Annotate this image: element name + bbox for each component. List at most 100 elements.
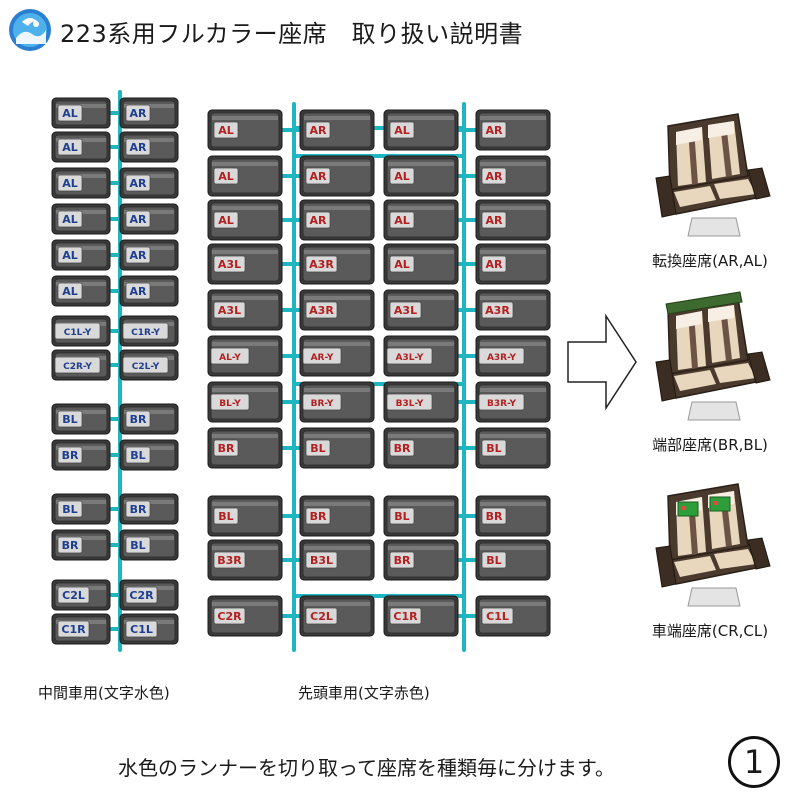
- lead-part-left-a: AL: [207, 199, 283, 241]
- middle-part-right: BL: [119, 439, 179, 471]
- seat-back-frame: [665, 291, 743, 315]
- lead-part-left-a: BL-Y: [207, 381, 283, 423]
- end-seat-figure: 端部座席(BR,BL): [640, 280, 780, 455]
- lead-part-left-a: B3R: [207, 539, 283, 581]
- part-label: BR: [218, 442, 235, 455]
- seat-cushion-left: [674, 186, 716, 207]
- part-label: AL-Y: [219, 353, 241, 363]
- lead-part-right-a: AR: [299, 109, 375, 151]
- seat-cushion-right: [714, 179, 756, 199]
- lead-part-left-b: BL: [383, 495, 459, 537]
- part-label: A3L-Y: [396, 353, 424, 363]
- part-label: B3L: [310, 554, 333, 567]
- middle-part-left: C1R: [51, 613, 111, 645]
- part-label: AR: [130, 141, 148, 154]
- page-number: 1: [728, 736, 780, 788]
- part-label: C1L: [486, 610, 509, 623]
- lead-part-right-a: AR: [299, 155, 375, 197]
- part-label: A3R-Y: [487, 353, 517, 363]
- lead-part-right-b: AR: [475, 155, 551, 197]
- part-label: A3L: [394, 304, 417, 317]
- part-label: AR: [130, 285, 148, 298]
- part-label: BL: [62, 503, 77, 516]
- part-label: AR: [130, 107, 148, 120]
- middle-part-left: BL: [51, 493, 111, 525]
- part-label: AL: [394, 214, 410, 227]
- middle-part-left: C1L-Y: [51, 315, 111, 347]
- part-label: AL: [62, 213, 78, 226]
- lead-part-left-b: A3L-Y: [383, 335, 459, 377]
- lead-part-right-b: BL: [475, 427, 551, 469]
- part-label: BR: [310, 510, 327, 523]
- middle-part-left: C2R-Y: [51, 349, 111, 381]
- lead-part-right-b: A3R-Y: [475, 335, 551, 377]
- part-label: AL: [218, 124, 234, 137]
- part-label: AR: [486, 214, 504, 227]
- part-label: AL: [62, 107, 78, 120]
- middle-part-right: AR: [119, 239, 179, 271]
- lead-part-right-a: B3L: [299, 539, 375, 581]
- middle-part-right: AR: [119, 131, 179, 163]
- part-label: BL: [486, 442, 501, 455]
- lead-part-left-b: AL: [383, 199, 459, 241]
- end-seat-caption: 端部座席(BR,BL): [652, 436, 768, 454]
- middle-part-left: BR: [51, 529, 111, 561]
- lead-part-left-b: AL: [383, 109, 459, 151]
- part-label: AL: [62, 249, 78, 262]
- car-end-seat-figure: 車端座席(CR,CL): [640, 466, 780, 641]
- lead-part-right-b: AR: [475, 109, 551, 151]
- middle-part-left: AL: [51, 97, 111, 129]
- part-label: A3R: [309, 258, 334, 271]
- lead-part-left-b: BR: [383, 427, 459, 469]
- middle-part-right: BR: [119, 403, 179, 435]
- middle-part-right: AR: [119, 167, 179, 199]
- part-label: AR: [486, 258, 504, 271]
- part-label: BL: [62, 413, 77, 426]
- armrest-left: [655, 175, 677, 218]
- part-label: AL: [218, 214, 234, 227]
- part-label: C2R-Y: [63, 362, 92, 372]
- part-label: BR: [486, 510, 503, 523]
- green-tag-left: [677, 501, 699, 517]
- part-label: A3L: [218, 304, 241, 317]
- part-label: C1R: [61, 623, 86, 636]
- middle-part-left: C2L: [51, 579, 111, 611]
- part-label: AR: [130, 249, 148, 262]
- middle-part-left: AL: [51, 275, 111, 307]
- middle-part-right: BL: [119, 529, 179, 561]
- part-label: BR: [62, 449, 79, 462]
- lead-part-left-b: BR: [383, 539, 459, 581]
- instruction-text: 水色のランナーを切り取って座席を種類毎に分けます。: [118, 756, 615, 780]
- end-seat-illustration: [655, 291, 771, 421]
- lead-part-left-b: A3L: [383, 289, 459, 331]
- armrest-right: [747, 537, 771, 570]
- seat-pedestal: [687, 217, 741, 237]
- part-label: BL-Y: [219, 399, 241, 409]
- part-label: B3R-Y: [487, 399, 516, 409]
- part-label: BR: [130, 503, 147, 516]
- lead-part-left-a: AL: [207, 155, 283, 197]
- lead-part-right-a: BR-Y: [299, 381, 375, 423]
- part-label: BR: [394, 554, 411, 567]
- part-label: AR: [486, 124, 504, 137]
- part-label: C1L-Y: [64, 328, 92, 338]
- lead-part-left-a: A3L: [207, 289, 283, 331]
- part-label: BL: [218, 510, 233, 523]
- lead-part-right-a: BL: [299, 427, 375, 469]
- lead-part-left-a: A3L: [207, 243, 283, 285]
- middle-part-right: C1L: [119, 613, 179, 645]
- part-label: AL: [394, 124, 410, 137]
- lead-part-left-a: BR: [207, 427, 283, 469]
- lead-part-left-b: AL: [383, 243, 459, 285]
- middle-part-right: AR: [119, 275, 179, 307]
- part-label: BL: [130, 539, 145, 552]
- seat-pedestal: [687, 401, 741, 421]
- part-label: B3L-Y: [396, 399, 424, 409]
- part-label: B3R: [217, 554, 242, 567]
- middle-part-right: AR: [119, 203, 179, 235]
- part-label: AL: [62, 141, 78, 154]
- car-end-seat-illustration: [655, 483, 771, 607]
- part-label: C2L-Y: [132, 362, 160, 372]
- lead-part-right-a: AR-Y: [299, 335, 375, 377]
- part-label: BL: [394, 510, 409, 523]
